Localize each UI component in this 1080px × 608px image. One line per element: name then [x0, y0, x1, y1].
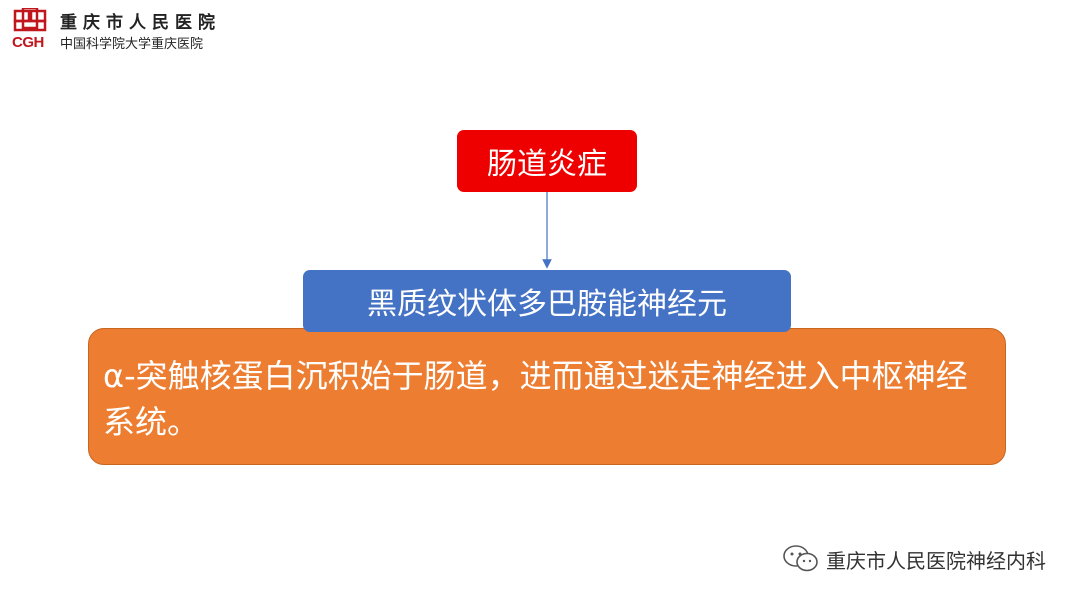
alpha-synuclein-explanation-text: α-突触核蛋白沉积始于肠道，进而通过迷走神经进入中枢神经系统。	[103, 357, 968, 441]
logo-abbreviation: CGH	[12, 34, 44, 51]
intestinal-inflammation-label: 肠道炎症	[487, 147, 607, 182]
wechat-watermark: 重庆市人民医院神经内科	[782, 544, 1046, 574]
dopaminergic-neurons-label: 黑质纹状体多巴胺能神经元	[367, 287, 727, 322]
wechat-icon	[783, 545, 818, 572]
alpha-synuclein-explanation-box: α-突触核蛋白沉积始于肠道，进而通过迷走神经进入中枢神经系统。	[88, 328, 1006, 465]
watermark-text: 重庆市人民医院神经内科	[826, 548, 1046, 573]
university-affiliation: 中国科学院大学重庆医院	[60, 37, 204, 52]
hospital-name: 重庆市人民医院	[60, 13, 221, 33]
hospital-emblem-icon	[13, 8, 47, 32]
dopaminergic-neurons-box: 黑质纹状体多巴胺能神经元	[303, 270, 791, 332]
intestinal-inflammation-box: 肠道炎症	[457, 130, 637, 192]
hospital-logo: CGH 重庆市人民医院 中国科学院大学重庆医院	[12, 6, 252, 52]
